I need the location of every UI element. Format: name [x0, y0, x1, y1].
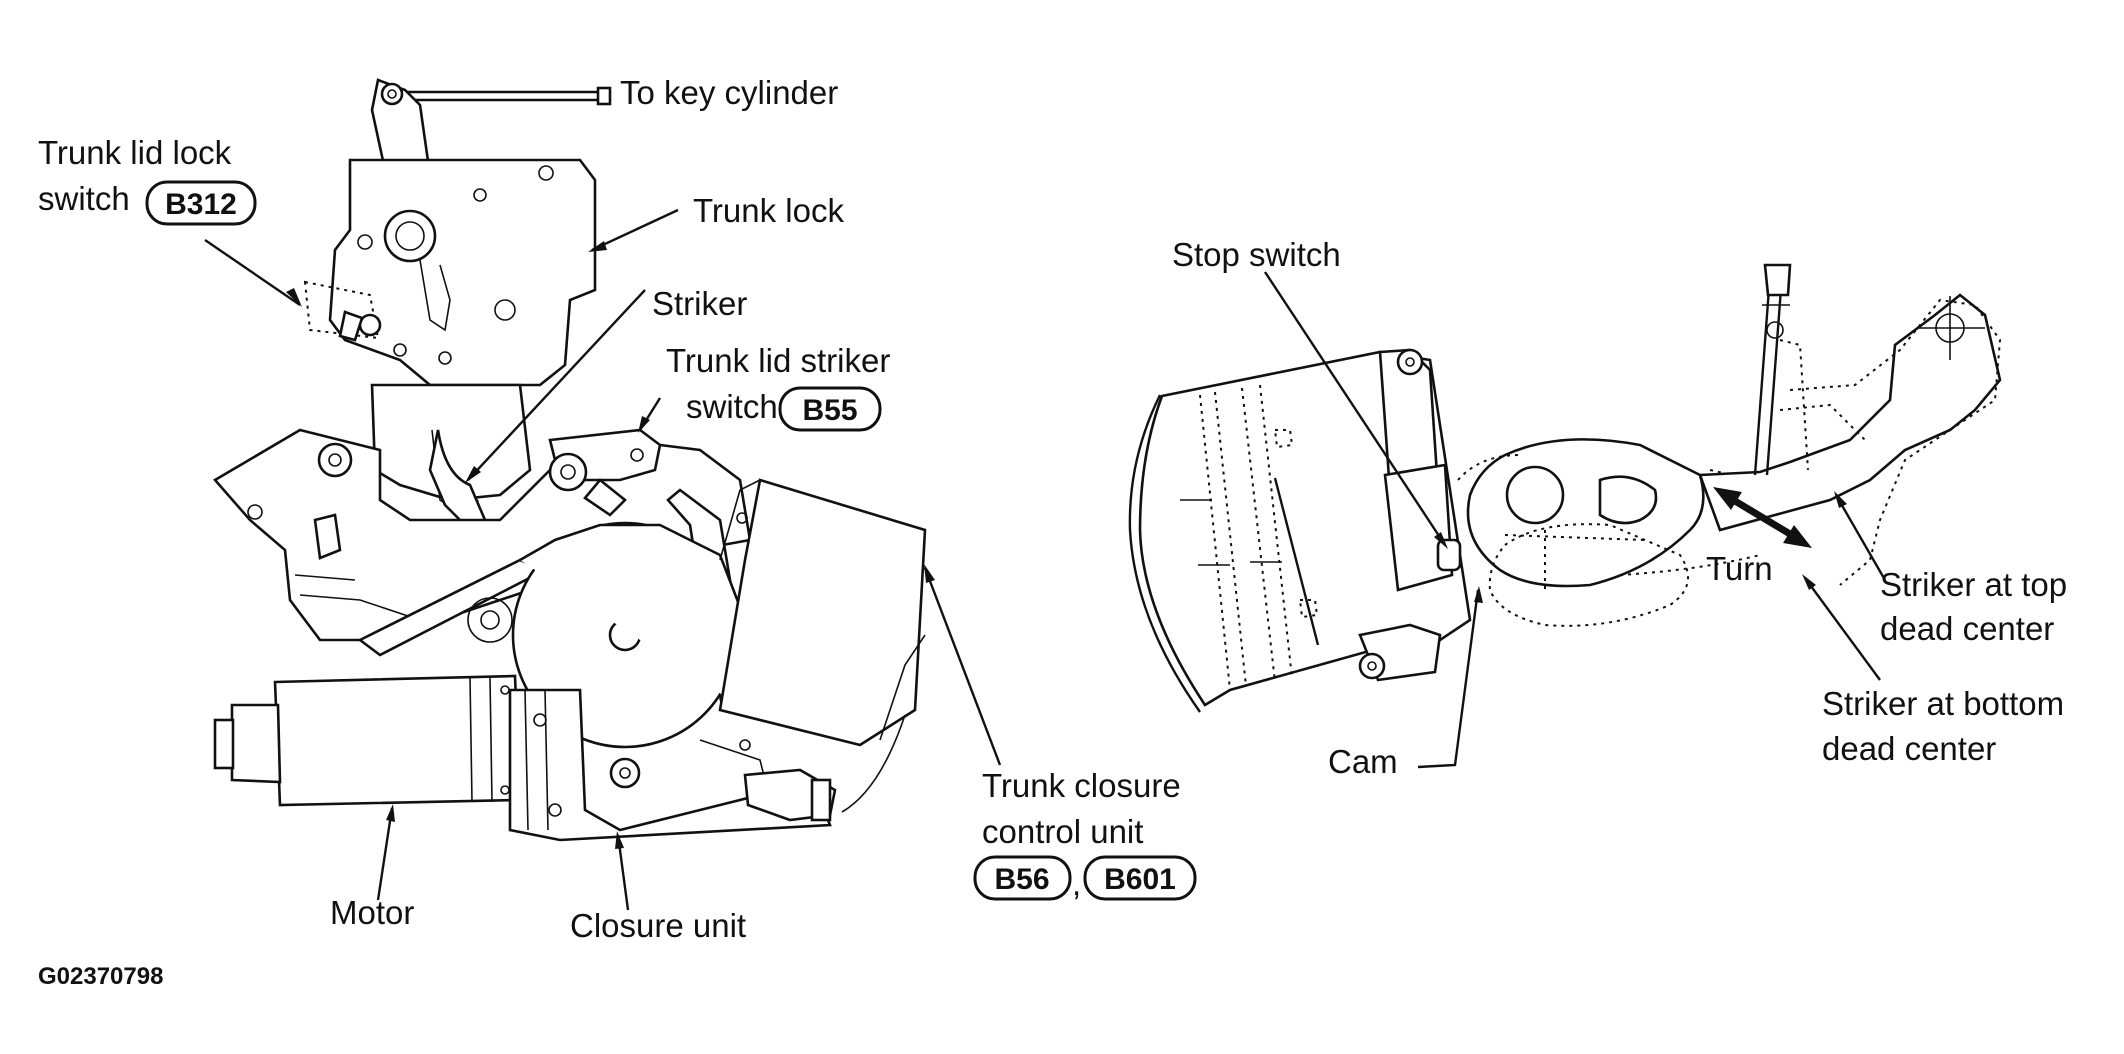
label-striker: Striker [652, 285, 747, 322]
label-trunk-closure-line1: Trunk closure [982, 767, 1181, 804]
label-striker-top-line2: dead center [1880, 610, 2054, 647]
label-motor: Motor [330, 894, 414, 931]
label-cam: Cam [1328, 743, 1398, 780]
leader-lines [204, 208, 1887, 911]
label-closure-unit: Closure unit [570, 907, 746, 944]
connector-badge-b56: B56 [973, 855, 1072, 901]
connector-separator: , [1072, 865, 1081, 902]
connector-label-b601: B601 [1104, 863, 1176, 896]
label-trunk-lock: Trunk lock [693, 192, 844, 229]
label-trunk-lid-lock-switch-line1: Trunk lid lock [38, 134, 232, 171]
connector-badge-b55: B55 [778, 386, 882, 432]
connector-badge-b312: B312 [145, 180, 257, 226]
connector-label-b55: B55 [802, 394, 857, 427]
label-turn: Turn [1706, 550, 1773, 587]
closure-assembly-drawing [212, 78, 927, 842]
figure-id: G02370798 [38, 963, 163, 990]
cam-and-striker-detail [1128, 263, 2002, 713]
label-trunk-lid-lock-switch-line2: switch [38, 180, 130, 217]
label-to-key-cylinder: To key cylinder [620, 74, 838, 111]
label-trunk-lid-striker-switch-line2: switch [686, 388, 778, 425]
label-striker-bottom-line1: Striker at bottom [1822, 685, 2064, 722]
connector-label-b56: B56 [994, 863, 1049, 896]
label-striker-bottom-line2: dead center [1822, 730, 1996, 767]
label-trunk-lid-striker-switch-line1: Trunk lid striker [666, 342, 890, 379]
connector-label-b312: B312 [165, 188, 237, 221]
label-stop-switch: Stop switch [1172, 236, 1341, 273]
label-trunk-closure-line2: control unit [982, 813, 1143, 850]
label-striker-top-line1: Striker at top [1880, 566, 2067, 603]
connector-badge-b601: B601 [1083, 855, 1197, 901]
